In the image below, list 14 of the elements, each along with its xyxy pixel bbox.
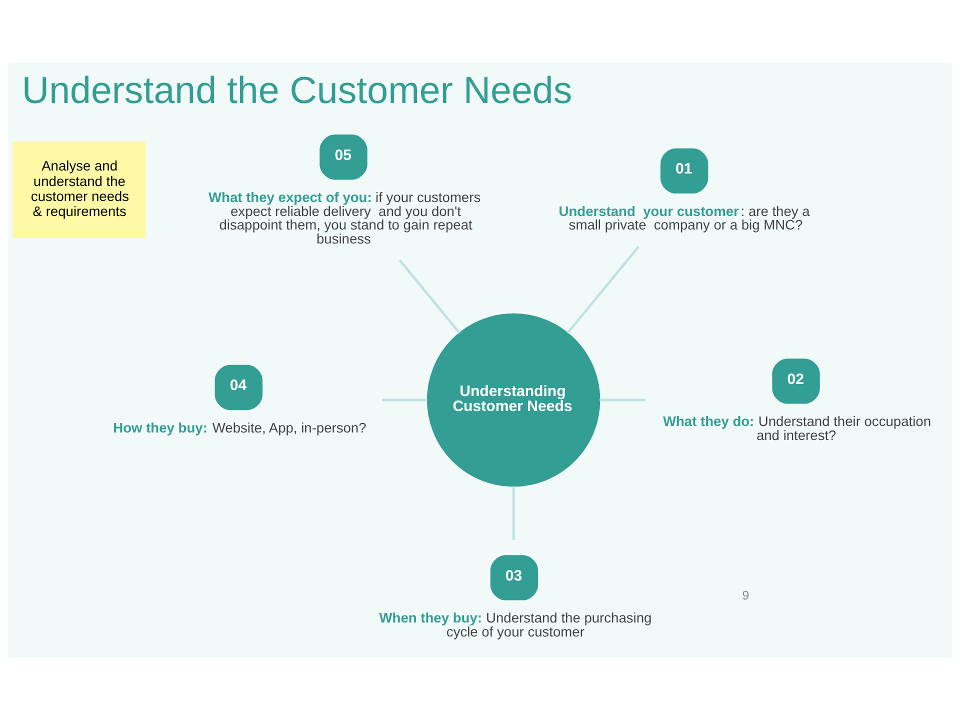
node-label: What they do: Understand their occupation and interest?	[662, 414, 931, 442]
node-label: What they expect of you: if your customers expect reliable delivery and you don't disappoint them, you stand to gain repeat business	[208, 190, 481, 246]
node-circle: Understanding Customer Needs	[426, 312, 600, 486]
node-label: When they buy: Understand the purchasing cycle of your customer	[379, 610, 652, 639]
connector	[600, 398, 646, 401]
connector	[398, 258, 461, 334]
connector	[566, 245, 640, 334]
node-label: Understand your customer: are they a small private company or a big MNC?	[558, 203, 810, 232]
node-label: How they buy: Website, App, in-person?	[113, 420, 366, 435]
diagram-title: Understand the Customer Needs	[22, 68, 572, 111]
node-box: Analyse and understand the customer needs & requirements	[12, 140, 146, 238]
connector	[512, 486, 515, 540]
connector	[382, 398, 428, 401]
label: 9	[742, 588, 750, 602]
